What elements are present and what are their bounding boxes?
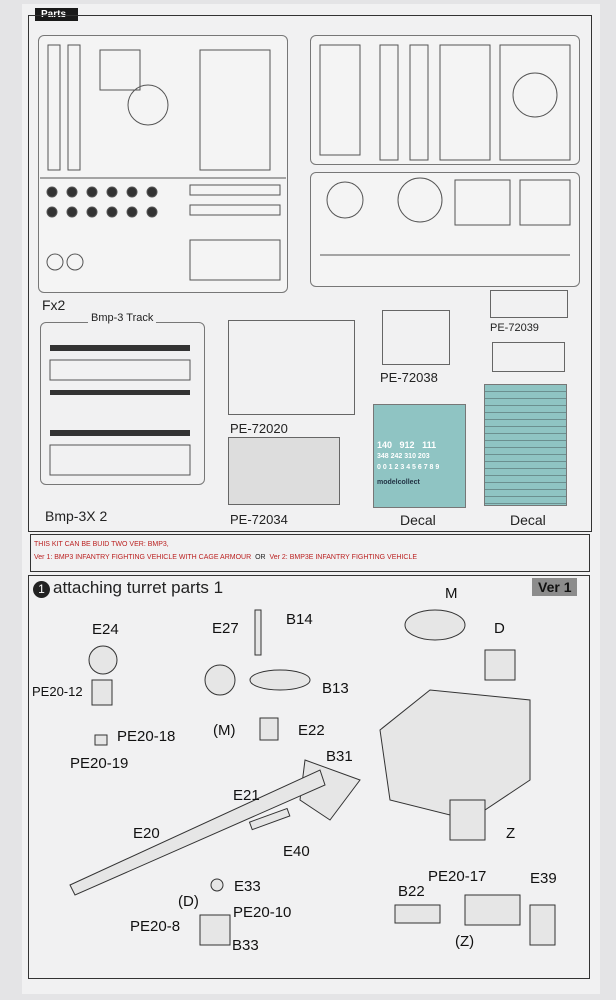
decal-1-label: Decal: [400, 512, 436, 528]
part-label: B14: [286, 611, 313, 628]
decal-number: 242: [390, 453, 403, 460]
part-label: B33: [232, 937, 259, 954]
decal-sheet-1: 140 912 111 348 242 310 203 0 0 1 2 3 4 …: [373, 404, 466, 508]
pe-72020-fret: [228, 320, 355, 415]
decal-digits: 0 0 1 2 3 4 5 6 7 8 9: [377, 464, 440, 471]
step-number-badge: 1: [33, 581, 50, 598]
sprue-b-lower: [310, 172, 580, 287]
notice-ver1: Ver 1: BMP3 INFANTRY FIGHTING VEHICLE WI…: [34, 554, 252, 561]
sprue-b-upper: [310, 35, 580, 165]
decal-number: 348: [377, 453, 389, 460]
part-label: E39: [530, 870, 557, 887]
pe-72039-label: PE-72039: [490, 322, 539, 334]
part-label: E27: [212, 620, 239, 637]
part-label: PE20-8: [130, 918, 181, 935]
part-label: E24: [92, 621, 119, 638]
part-label: (D): [178, 893, 199, 910]
part-label: E33: [234, 878, 261, 895]
part-label: (M): [213, 722, 236, 739]
version-notice: THIS KIT CAN BE BUID TWO VER: BMP3, Ver …: [30, 534, 590, 572]
decal-number: 203: [417, 453, 430, 460]
notice-ver2: Ver 2: BMP3E INFANTRY FIGHTING VEHICLE: [269, 554, 418, 561]
notice-or: OR: [255, 554, 266, 561]
step-1-panel: [28, 575, 590, 979]
decal-number: 140: [377, 440, 393, 450]
decal-number: 310: [404, 453, 416, 460]
pe-72039-fret: [490, 290, 568, 318]
part-label: B22: [398, 883, 425, 900]
part-label: E21: [233, 787, 260, 804]
part-label: B13: [322, 680, 349, 697]
part-label: D: [494, 620, 505, 637]
part-label: M: [445, 585, 458, 602]
version-badge: Ver 1: [532, 578, 578, 596]
part-label: PE20-17: [428, 868, 487, 885]
pe-72038-label: PE-72038: [380, 370, 438, 385]
notice-line-1: THIS KIT CAN BE BUID TWO VER: BMP3,: [34, 541, 169, 548]
part-label: PE20-18: [117, 728, 176, 745]
track-sprue-title: Bmp-3 Track: [88, 312, 157, 324]
parts-panel: [28, 15, 592, 532]
pe-72034-label: PE-72034: [230, 512, 288, 527]
pe-72020-label: PE-72020: [230, 421, 288, 436]
part-label: PE20-19: [70, 755, 129, 772]
parts-tab: Parts: [35, 8, 79, 21]
decal-number: 111: [422, 440, 437, 450]
part-label: Z: [506, 825, 516, 842]
part-label: PE20-12: [32, 684, 83, 699]
part-label: B31: [326, 748, 353, 765]
pe-72038-fret: [382, 310, 450, 365]
pe-72034-fret: [228, 437, 340, 505]
track-sprue-label: Bmp-3X 2: [45, 508, 108, 524]
part-label: E22: [298, 722, 325, 739]
decal-brand: modelcollect: [377, 479, 420, 486]
part-label: E20: [133, 825, 160, 842]
part-label: E40: [283, 843, 310, 860]
decal-sheet-2: [484, 384, 567, 506]
decal-number: 912: [399, 440, 415, 450]
pe-small-fret: [492, 342, 565, 372]
sprue-f-label: Fx2: [42, 297, 66, 313]
part-label: (Z): [455, 933, 475, 950]
part-label: PE20-10: [233, 904, 292, 921]
step-title-text: attaching turret parts 1: [53, 578, 224, 597]
decal-2-label: Decal: [510, 512, 546, 528]
